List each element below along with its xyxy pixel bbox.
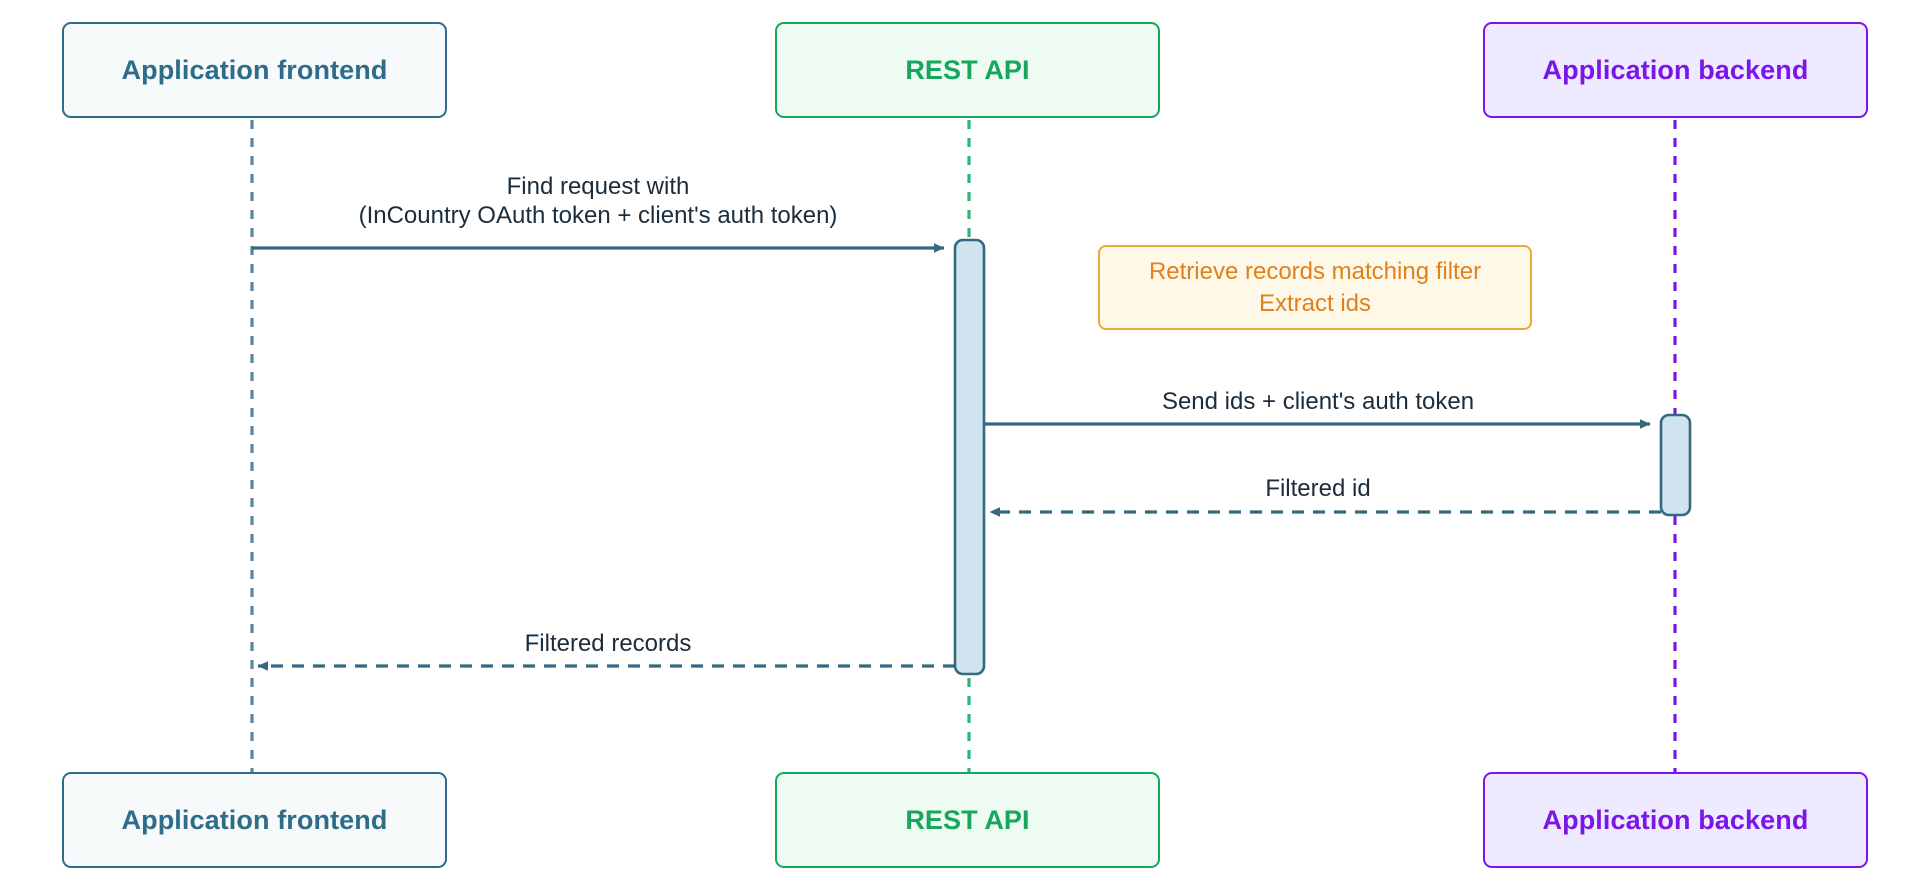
note-line-2: Extract ids bbox=[1258, 289, 1372, 317]
message-label-find-request: Find request with (InCountry OAuth token… bbox=[328, 172, 868, 231]
participant-box-backend-top[interactable]: Application backend bbox=[1483, 22, 1868, 118]
participant-label-rest-api-bottom: REST API bbox=[905, 804, 1030, 835]
message-label-find-request-line2: (InCountry OAuth token + client's auth t… bbox=[358, 202, 838, 230]
note-retrieve-records: Retrieve records matching filter Extract… bbox=[1098, 245, 1532, 330]
message-label-filtered-id: Filtered id bbox=[1038, 474, 1598, 503]
participant-box-frontend-bottom[interactable]: Application frontend bbox=[62, 772, 447, 868]
participant-box-rest-api-bottom[interactable]: REST API bbox=[775, 772, 1160, 868]
participant-box-backend-bottom[interactable]: Application backend bbox=[1483, 772, 1868, 868]
activation-bar-backend bbox=[1659, 413, 1692, 517]
note-line-1: Retrieve records matching filter bbox=[1148, 257, 1482, 285]
participant-label-backend-top: Application backend bbox=[1542, 54, 1809, 85]
message-label-filtered-records: Filtered records bbox=[328, 629, 888, 658]
message-label-find-request-line1: Find request with bbox=[506, 173, 690, 200]
message-label-send-ids-line1: Send ids + client's auth token bbox=[1161, 388, 1475, 415]
participant-label-backend-bottom: Application backend bbox=[1542, 804, 1809, 835]
activation-bar-rest-api bbox=[953, 238, 986, 676]
message-label-send-ids: Send ids + client's auth token bbox=[1038, 387, 1598, 416]
participant-label-rest-api-top: REST API bbox=[905, 54, 1030, 85]
participant-box-rest-api-top[interactable]: REST API bbox=[775, 22, 1160, 118]
participant-label-frontend-bottom: Application frontend bbox=[121, 804, 388, 835]
participant-label-frontend-top: Application frontend bbox=[121, 54, 388, 85]
participant-box-frontend-top[interactable]: Application frontend bbox=[62, 22, 447, 118]
message-label-filtered-id-line1: Filtered id bbox=[1265, 475, 1371, 502]
message-label-filtered-records-line1: Filtered records bbox=[524, 630, 692, 657]
